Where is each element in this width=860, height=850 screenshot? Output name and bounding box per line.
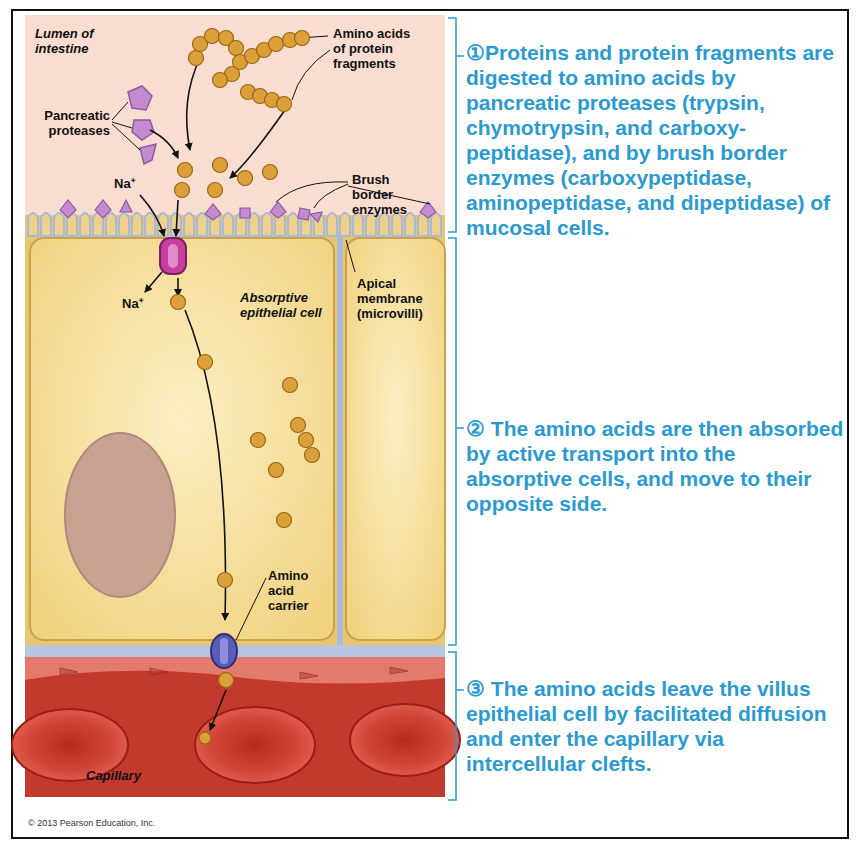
lumen [25, 15, 445, 230]
nucleus [65, 433, 175, 597]
neighbour-cell [346, 238, 445, 640]
part-label: Absorptive epithelial cell [240, 290, 324, 320]
epithelium [25, 215, 445, 655]
step-brackets [448, 18, 464, 800]
part-label: Amino acid carrier [268, 568, 324, 613]
frame [12, 10, 848, 838]
step-text: ①Proteins and protein fragments are dige… [466, 40, 844, 240]
red-blood-cells [12, 704, 460, 783]
copyright-note: © 2013 Pearson Education, Inc. [28, 818, 155, 829]
lateral-membrane [337, 232, 343, 650]
step-text: ② The amino acids are then absorbed by a… [466, 416, 844, 516]
part-label: Pancreatic proteases [24, 108, 110, 138]
ion-label: Na⁺ [114, 176, 135, 191]
pancreatic-protease-shapes [128, 86, 156, 164]
flow-arrows [140, 58, 285, 730]
step-text: ③ The amino acids leave the villus epith… [466, 676, 844, 776]
region-label: Lumen of intestine [35, 26, 120, 56]
part-label: Brush border enzymes [352, 172, 416, 217]
part-label: Apical membrane (microvilli) [357, 276, 439, 321]
ion-label: Na⁺ [122, 296, 143, 311]
na-cotransporter [160, 238, 186, 274]
amino-acids [171, 29, 320, 745]
region-label: Capillary [86, 768, 141, 783]
absorptive-cell [30, 238, 334, 640]
amino-acid-carrier [211, 634, 237, 668]
leader-lines [112, 36, 430, 640]
part-label: Amino acids of protein fragments [333, 26, 421, 71]
